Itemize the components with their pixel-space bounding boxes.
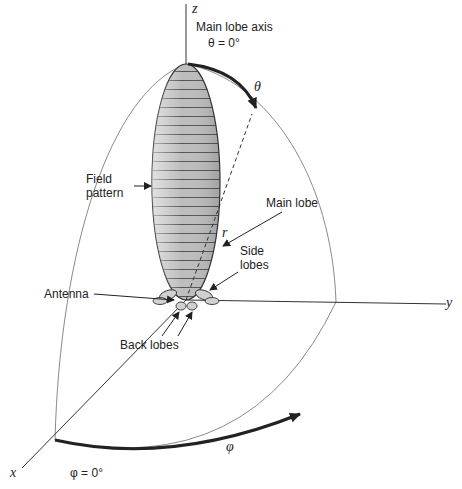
axis-caption: Main lobe axis bbox=[196, 20, 273, 34]
angle-label: φ = 0° bbox=[70, 466, 103, 480]
part-label: Antenna bbox=[44, 287, 89, 301]
part-label: Field pattern bbox=[86, 172, 132, 200]
leader-lines bbox=[94, 186, 282, 336]
radius-line bbox=[186, 114, 252, 300]
axis-label: z bbox=[192, 2, 197, 16]
angle-symbol: φ bbox=[226, 440, 234, 454]
lobe-shading bbox=[152, 64, 220, 300]
axes bbox=[22, 4, 446, 468]
part-label: Main lobe bbox=[266, 196, 318, 210]
main-lobe bbox=[152, 64, 220, 300]
radius-symbol: r bbox=[222, 226, 227, 240]
axis-label: y bbox=[446, 296, 452, 310]
phi-arc bbox=[55, 414, 300, 449]
angle-symbol: θ bbox=[254, 80, 261, 94]
part-label: Side lobes bbox=[240, 244, 280, 272]
part-label: Back lobes bbox=[120, 338, 179, 352]
theta-arc bbox=[188, 64, 256, 108]
axis-label: x bbox=[10, 466, 16, 480]
angle-label: θ = 0° bbox=[208, 36, 240, 50]
